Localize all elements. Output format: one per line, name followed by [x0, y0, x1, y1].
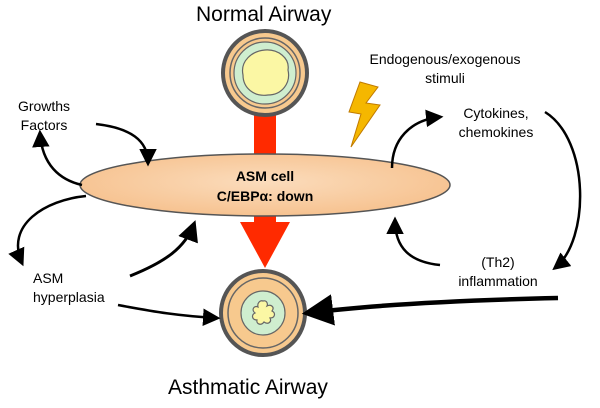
label-growth-factors: Growths Factors — [2, 97, 86, 135]
asthmatic-airway — [219, 269, 307, 357]
lightning-bolt-icon — [348, 81, 381, 148]
arrow-cytokines-to-inflammation — [544, 110, 582, 271]
title-asthmatic-airway: Asthmatic Airway — [168, 376, 328, 399]
label-stimuli-line1: Endogenous/exogenous — [369, 51, 521, 67]
label-stimuli: Endogenous/exogenous stimuli — [350, 50, 540, 88]
label-inflammation: (Th2) inflammation — [440, 253, 556, 291]
arrow-hyperplasia-to-cell — [129, 220, 198, 278]
label-hyperplasia-line1: ASM — [33, 270, 64, 286]
arrow-inflammation-to-cell — [386, 216, 441, 267]
arrow-cell-to-cytokines — [390, 109, 444, 169]
label-stimuli-line2: stimuli — [425, 70, 465, 86]
label-asm-cell-line2: C/EBPα: down — [216, 188, 314, 204]
arrow-inflammation-to-airway — [301, 294, 559, 326]
label-cytokines: Cytokines, chemokines — [448, 104, 544, 142]
label-asm-cell: ASM cell C/EBPα: down — [195, 166, 335, 206]
label-asm-cell-line1: ASM cell — [235, 168, 295, 184]
label-growth-line2: Factors — [20, 117, 68, 133]
label-growth-line1: Growths — [17, 98, 71, 114]
label-inflammation-line2: inflammation — [458, 273, 538, 289]
normal-airway — [221, 29, 309, 117]
down-arrow-head — [240, 222, 290, 268]
label-cytokines-line2: chemokines — [458, 124, 534, 140]
arrow-cell-to-growth — [32, 129, 83, 187]
label-hyperplasia-line2: hyperplasia — [33, 289, 105, 305]
arrow-hyperplasia-to-airway — [117, 303, 221, 326]
label-asm-hyperplasia: ASM hyperplasia — [33, 269, 105, 307]
arrow-cell-to-hyperplasia — [8, 194, 87, 267]
arrow-growth-to-cell — [95, 122, 157, 167]
label-inflammation-line1: (Th2) — [481, 254, 515, 270]
label-cytokines-line1: Cytokines, — [463, 105, 529, 121]
title-normal-airway: Normal Airway — [196, 3, 332, 26]
